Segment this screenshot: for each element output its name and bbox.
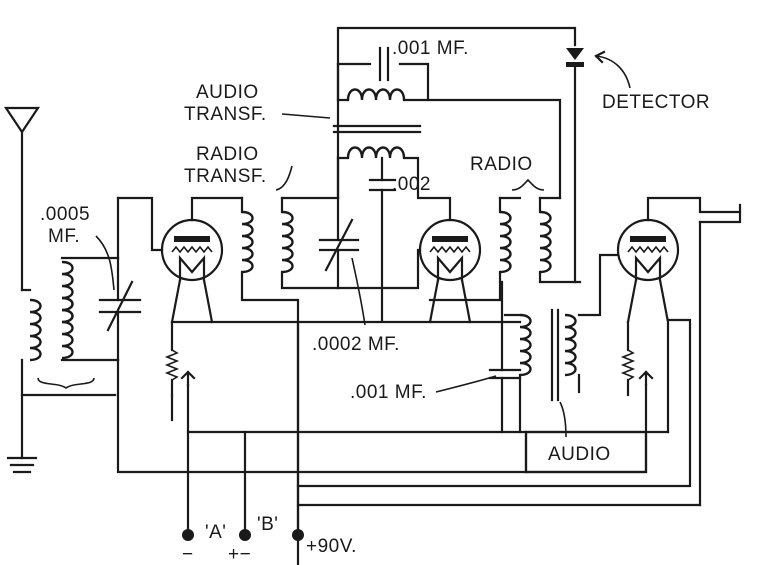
label-cap-001-mid: .001 MF. — [350, 382, 427, 403]
antenna-coupler-coil — [20, 256, 120, 397]
label-radio-transf-line1: RADIO — [196, 144, 259, 165]
detector-crystal-icon — [566, 48, 631, 89]
label-cap-002: .002 — [392, 174, 431, 195]
tube-3-audio — [616, 218, 680, 282]
label-terminal-90v: +90V. — [306, 536, 357, 557]
tube-1 — [160, 218, 224, 282]
tube-2-detector — [418, 218, 482, 282]
label-sign-plus-minus: +− — [228, 544, 251, 565]
antenna-icon — [3, 106, 41, 292]
label-terminal-a: 'A' — [205, 522, 226, 543]
label-leaders — [95, 113, 567, 438]
label-audio-transf-line1: AUDIO — [196, 82, 259, 103]
circuit-wiring — [116, 26, 742, 565]
battery-terminals — [182, 529, 304, 541]
label-radio: RADIO — [470, 154, 533, 175]
ground-icon — [6, 393, 38, 474]
label-audio-transf-line2: TRANSF. — [184, 104, 267, 125]
label-audio: AUDIO — [548, 444, 611, 465]
tuning-capacitor-0005 — [98, 256, 142, 362]
label-radio-transf-line2: TRANSF. — [184, 166, 267, 187]
label-cap-0005-line1: .0005 — [40, 204, 90, 225]
label-terminal-b: 'B' — [257, 514, 278, 535]
audio-box — [524, 430, 648, 474]
label-cap-001-top: .001 MF. — [392, 38, 469, 59]
label-sign-minus-a: − — [182, 544, 194, 565]
label-cap-0005-line2: MF. — [48, 226, 80, 247]
label-detector: DETECTOR — [602, 92, 710, 113]
label-cap-0002: .0002 MF. — [312, 334, 400, 355]
